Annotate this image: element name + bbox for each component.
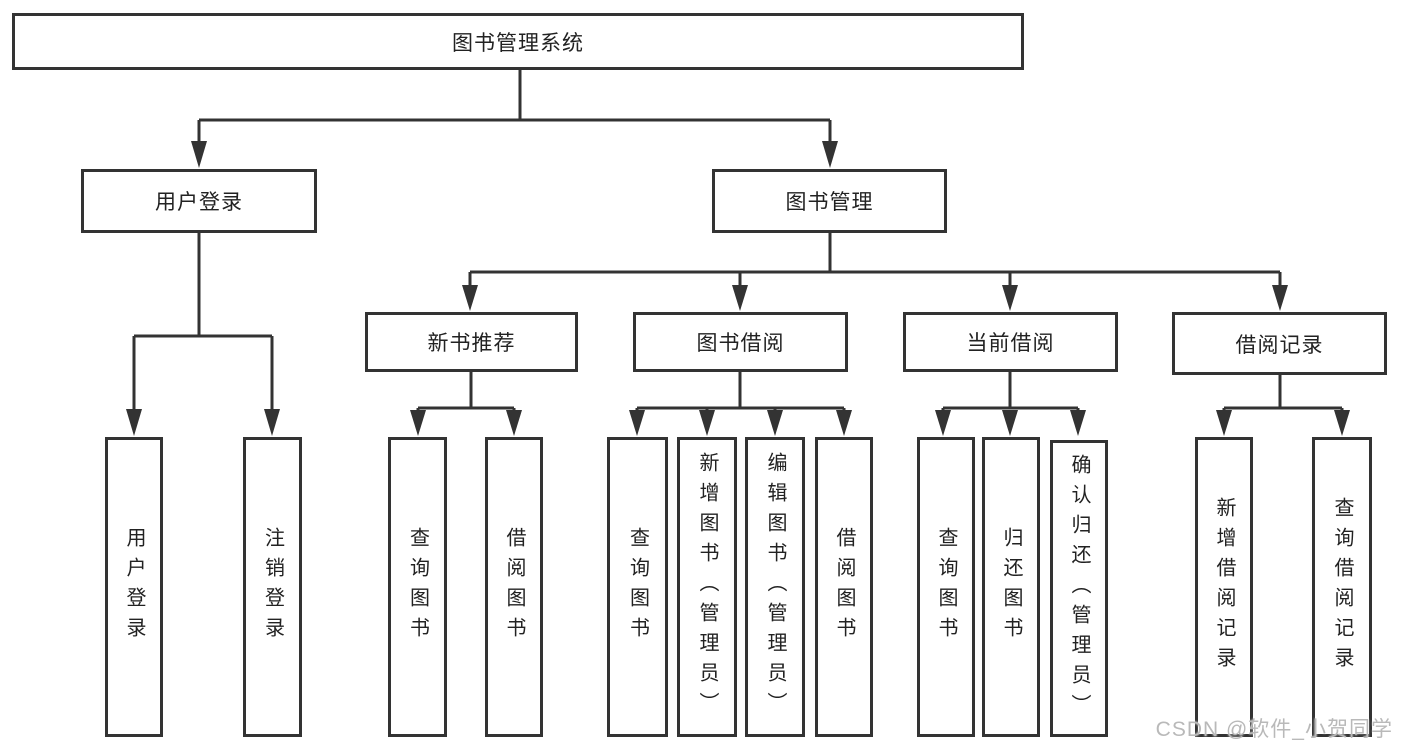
node-new-book-recommend: 新书推荐 <box>365 312 578 372</box>
leaf-nbr-borrow-books-label: 借阅图书 <box>503 527 525 647</box>
leaf-bb-add-books-admin-label: 新增图书（管理员） <box>696 452 718 722</box>
leaf-bb-edit-books-admin: 编辑图书（管理员） <box>745 437 805 737</box>
leaf-nbr-query-books: 查询图书 <box>388 437 447 737</box>
leaf-logout-login-label: 注销登录 <box>261 527 284 647</box>
leaf-cb-return-books-label: 归还图书 <box>1000 527 1022 647</box>
leaf-bb-borrow-books-label: 借阅图书 <box>833 527 855 647</box>
watermark-csdn: CSDN @软件_小贺同学 <box>1155 718 1393 741</box>
leaf-cb-confirm-return-admin-label: 确认归还（管理员） <box>1068 453 1090 724</box>
node-book-management: 图书管理 <box>712 169 947 233</box>
node-library-system: 图书管理系统 <box>12 13 1024 70</box>
leaf-cb-confirm-return-admin: 确认归还（管理员） <box>1050 440 1108 737</box>
leaf-bb-edit-books-admin-label: 编辑图书（管理员） <box>764 452 786 722</box>
node-current-borrowing: 当前借阅 <box>903 312 1118 372</box>
leaf-nbr-borrow-books: 借阅图书 <box>485 437 543 737</box>
leaf-cb-query-books-label: 查询图书 <box>935 527 957 647</box>
leaf-bb-add-books-admin: 新增图书（管理员） <box>677 437 737 737</box>
leaf-user-login-label: 用户登录 <box>123 527 145 647</box>
leaf-br-query-record: 查询借阅记录 <box>1312 437 1372 737</box>
node-borrow-records: 借阅记录 <box>1172 312 1387 375</box>
leaf-user-login: 用户登录 <box>105 437 163 737</box>
leaf-bb-borrow-books: 借阅图书 <box>815 437 873 737</box>
node-user-login: 用户登录 <box>81 169 317 233</box>
leaf-bb-query-books-label: 查询图书 <box>626 527 649 647</box>
leaf-bb-query-books: 查询图书 <box>607 437 668 737</box>
leaf-logout-login: 注销登录 <box>243 437 302 737</box>
leaf-cb-query-books: 查询图书 <box>917 437 975 737</box>
leaf-nbr-query-books-label: 查询图书 <box>406 527 429 647</box>
node-book-borrowing: 图书借阅 <box>633 312 848 372</box>
leaf-br-query-record-label: 查询借阅记录 <box>1331 497 1353 677</box>
leaf-cb-return-books: 归还图书 <box>982 437 1040 737</box>
leaf-br-add-record-label: 新增借阅记录 <box>1213 497 1235 677</box>
leaf-br-add-record: 新增借阅记录 <box>1195 437 1253 737</box>
